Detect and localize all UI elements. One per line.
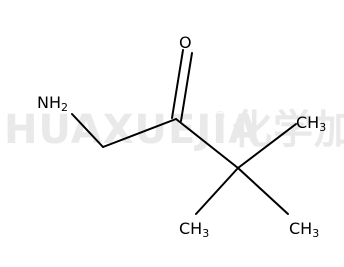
bond-n-ch2 (71, 113, 104, 148)
atom-carbonyl-oxygen: O (179, 33, 192, 52)
bond-ch2-carbonyl (102, 118, 177, 148)
bonds (71, 49, 297, 215)
atom-methyl-right-subscript: 3 (319, 121, 326, 134)
atom-oxygen-symbol: O (179, 33, 192, 52)
atom-methyl-right-symbol: CH (296, 113, 319, 132)
watermark-registered-mark: ® (214, 109, 226, 123)
atom-amine-subscript: 2 (61, 101, 68, 114)
bond-carbonyl-quaternary (175, 118, 239, 169)
atom-methyl-bottom-left-symbol: CH (179, 219, 202, 238)
atom-methyl-bottom-right: CH3 (289, 219, 319, 240)
bond-quaternary-methyl-right (237, 123, 297, 169)
bond-carbonyl-double-b (180, 52, 193, 122)
atom-methyl-bottom-left: CH3 (179, 219, 209, 240)
atom-methyl-bottom-left-subscript: 3 (202, 227, 209, 240)
bond-quaternary-methyl-bottom-left (195, 167, 239, 215)
atom-methyl-bottom-right-subscript: 3 (312, 227, 319, 240)
atom-labels: NH2 O CH3 CH3 CH3 (37, 33, 326, 240)
watermark: HUAXUEJIA ® 化学加 (4, 107, 344, 153)
atom-amine-symbol: NH (37, 93, 61, 112)
bond-carbonyl-double-a (171, 49, 184, 119)
bond-quaternary-methyl-bottom-right (237, 167, 289, 215)
atom-methyl-right: CH3 (296, 113, 326, 134)
atom-methyl-bottom-right-symbol: CH (289, 219, 312, 238)
atom-amine: NH2 (37, 93, 68, 114)
watermark-text: HUAXUEJIA (4, 107, 260, 153)
